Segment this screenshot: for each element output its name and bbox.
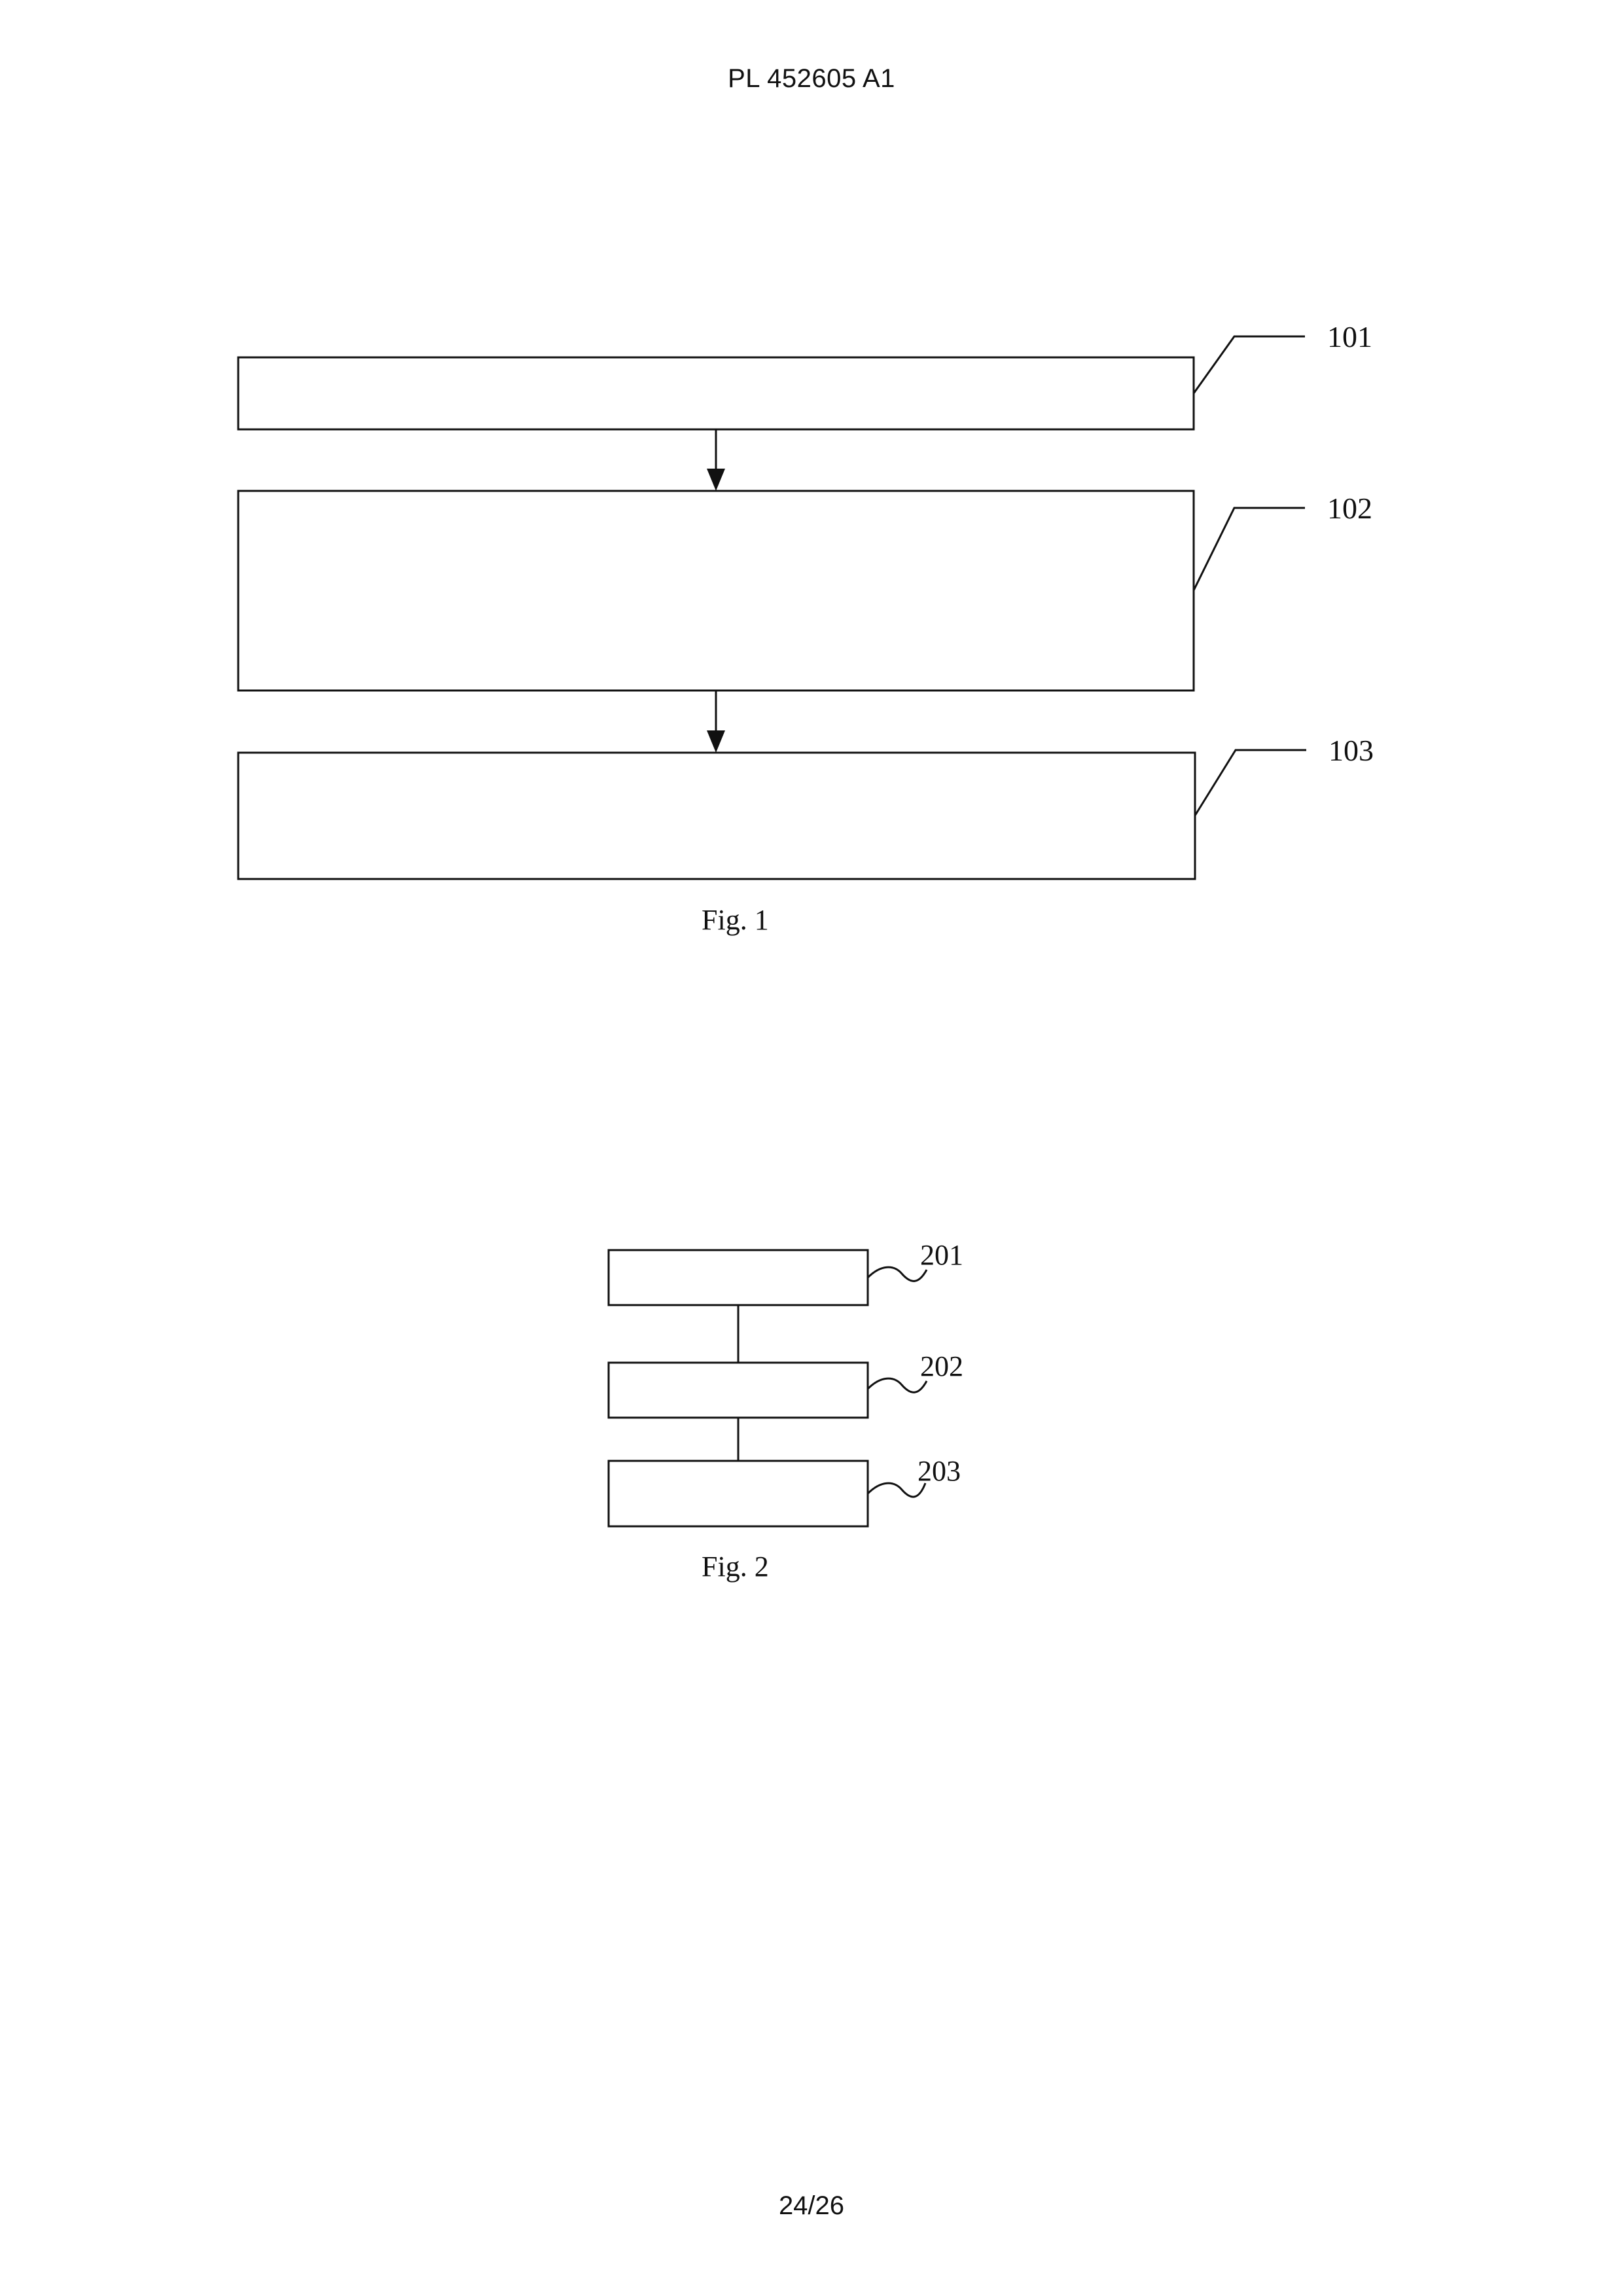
figure-2 xyxy=(609,1250,927,1526)
fig1-leader-103 xyxy=(1195,750,1306,816)
fig2-leader-201 xyxy=(868,1267,927,1281)
fig2-box-201 xyxy=(609,1250,868,1305)
fig1-ref-label: 102 xyxy=(1327,492,1372,525)
fig1-caption: Fig. 1 xyxy=(702,904,769,936)
fig1-box-103 xyxy=(238,753,1195,879)
page-number: 24/26 xyxy=(0,2191,1623,2221)
fig1-arrowhead-102-103 xyxy=(707,730,725,753)
fig1-leader-102 xyxy=(1194,508,1305,590)
fig2-caption: Fig. 2 xyxy=(702,1551,769,1583)
fig1-box-102 xyxy=(238,491,1194,691)
fig2-ref-label: 202 xyxy=(920,1350,963,1382)
fig1-leader-101 xyxy=(1194,336,1305,393)
fig2-box-203 xyxy=(609,1461,868,1526)
figure-1 xyxy=(238,336,1306,879)
fig2-leader-203 xyxy=(868,1483,925,1497)
fig1-box-101 xyxy=(238,357,1194,429)
fig1-arrowhead-101-102 xyxy=(707,469,725,491)
fig2-ref-label: 201 xyxy=(920,1239,963,1271)
fig2-ref-label: 203 xyxy=(918,1455,961,1487)
fig1-ref-label: 101 xyxy=(1327,320,1372,353)
fig2-leader-202 xyxy=(868,1378,927,1392)
fig1-ref-label: 103 xyxy=(1329,734,1374,767)
fig2-box-202 xyxy=(609,1363,868,1418)
